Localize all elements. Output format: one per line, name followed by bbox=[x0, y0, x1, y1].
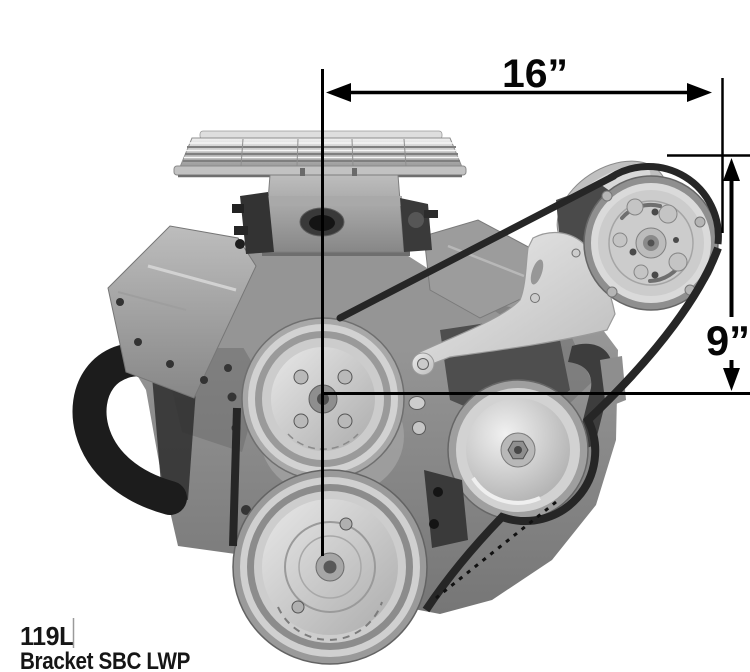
crank-pulley bbox=[232, 469, 428, 665]
belt-compressor-wrap bbox=[608, 163, 722, 245]
dimension-annotations bbox=[321, 69, 750, 556]
belt-right bbox=[422, 246, 722, 613]
air-cleaner bbox=[173, 130, 467, 178]
lower-mount bbox=[424, 470, 468, 548]
part-number: 119L bbox=[20, 621, 74, 651]
caption: 119L Bracket SBC LWP bbox=[20, 618, 191, 672]
carburetor bbox=[232, 168, 438, 254]
dimension-width-label: 16” bbox=[502, 52, 568, 96]
width-arrow-left bbox=[326, 83, 351, 102]
dimension-height-label: 9” bbox=[706, 317, 750, 364]
belt-upper bbox=[336, 172, 618, 322]
height-arrow-up bbox=[723, 158, 740, 181]
belt-left bbox=[229, 407, 241, 547]
drive-belts bbox=[229, 163, 722, 613]
engine-illustration bbox=[72, 130, 722, 665]
part-name: Bracket SBC LWP bbox=[20, 648, 190, 672]
valve-cover-left bbox=[107, 225, 257, 399]
height-arrow-down bbox=[723, 368, 740, 391]
bolt-stack bbox=[408, 396, 426, 435]
width-arrow-right bbox=[687, 83, 712, 102]
power-steering-pulley bbox=[447, 379, 589, 521]
